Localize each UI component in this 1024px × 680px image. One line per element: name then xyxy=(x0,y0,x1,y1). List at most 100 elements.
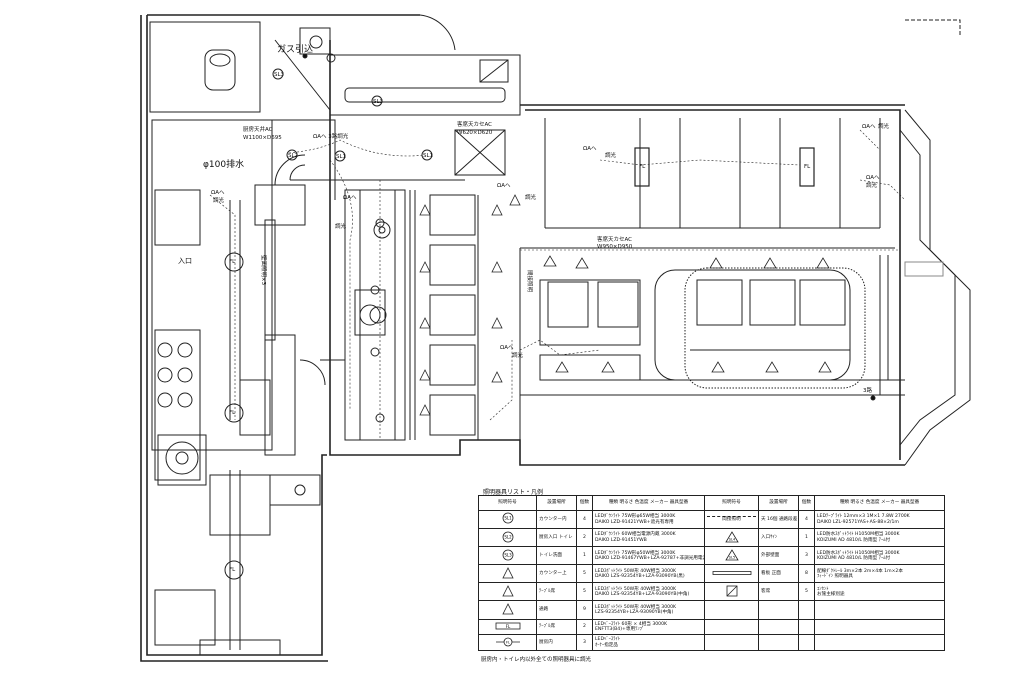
dimming-label-1: 調光 xyxy=(878,124,890,130)
symbol-indirect-icon: 間接照明 xyxy=(704,509,759,530)
symbol-text: FL xyxy=(506,640,510,644)
empty-cell xyxy=(758,600,799,620)
header-spec: 種類 明るさ 色温度 メーカー 器具型番 xyxy=(592,495,705,511)
row-spec: LEDﾍﾞｰｽﾗｲﾄｵｰﾅｰ指定品 xyxy=(592,634,705,651)
dining-area xyxy=(519,118,905,440)
row-location: 厨房内 xyxy=(536,634,577,651)
to-a-label-1: ΩAへ xyxy=(862,124,876,130)
row-spec-2: ENFTT3(B4)+専用ﾗﾝﾌﾟ xyxy=(595,626,645,632)
row-count-2: 8 xyxy=(798,564,815,584)
row-count-2: 3 xyxy=(798,546,815,566)
row-spec-r: 配線ﾀﾞｸﾄﾚｰﾙ 3m×2本 2m×4本 1m×2本ﾌｨｰﾄﾞｲﾝ 照明器具 xyxy=(814,564,945,584)
seat-ac2-title: 客席天カセAC xyxy=(597,237,633,243)
row-location: 通路 xyxy=(536,600,577,620)
three-circuit-label-2: 3路 xyxy=(863,388,872,394)
row-spec-r1: LED防水ｽﾎﾟｯﾄﾗｲﾄ H1050M相当 3000K xyxy=(817,532,900,538)
dimming-label-6: 調光 xyxy=(525,195,537,201)
sl1-symbol-a: SL1 xyxy=(336,154,347,160)
row-location: カウンター内 xyxy=(536,509,577,530)
to-a-label-2: ΩAへ xyxy=(583,146,597,152)
row-spec-1: LEDﾍﾞｰｽﾗｲﾄ xyxy=(595,637,621,643)
row-spec-2: LZS-92354YB+LZA-93090YB(中角) xyxy=(595,610,674,616)
outer-walls xyxy=(140,14,905,662)
row-spec-r2: お施主様別途 xyxy=(817,591,845,597)
empty-cell xyxy=(798,600,815,620)
counter-stools xyxy=(429,194,479,440)
row-location-2: 入口ｻｲﾝ xyxy=(758,528,799,548)
row-spec-2: DAIKO LZS-92354YB+LZA-93090YB(中角) xyxy=(595,591,690,597)
empty-cell xyxy=(704,618,759,636)
empty-cell xyxy=(704,600,759,620)
empty-cell xyxy=(758,618,799,636)
dimming-label-3: 調光 xyxy=(866,183,878,189)
row-spec-r2: DAIKO LZL-92571YAS+AS-88×2/1m xyxy=(817,519,899,525)
header-symbol-2: 照明符号 xyxy=(704,495,759,511)
row-spec-2: ｵｰﾅｰ指定品 xyxy=(595,642,618,648)
symbol-text: SL2 xyxy=(504,534,512,539)
row-location-2: 客席 xyxy=(758,582,799,602)
row-location: カウンター上 xyxy=(536,564,577,584)
symbol-sl5-icon: SL5 xyxy=(704,546,759,566)
row-spec-r1: LED防水ｽﾎﾟｯﾄﾗｲﾄ H1050M相当 3000K xyxy=(817,550,900,556)
row-location: トイレ洗面 xyxy=(536,546,577,566)
empty-cell xyxy=(704,634,759,651)
sl3-symbol: SL3 xyxy=(274,72,285,78)
header-count-2: 個数 xyxy=(798,495,815,511)
kitchen-ac-size: W1100×D695 xyxy=(243,135,282,141)
counter-wall-label: 壁面照明×3 xyxy=(260,255,266,286)
symbol-text: SL4 xyxy=(728,537,735,541)
to-a-label-6: ΩAへ xyxy=(497,183,511,189)
to-a-label-4: ΩAへ xyxy=(211,190,225,196)
fl-symbol-c: FL xyxy=(229,259,236,265)
to-a-label-5: ΩAへ xyxy=(343,195,357,201)
wiring-lines xyxy=(209,129,906,440)
empty-cell xyxy=(798,618,815,636)
to-a-label-3: ΩAへ xyxy=(866,175,880,181)
fl-circle-icon: FL xyxy=(478,634,537,651)
sl2-symbol: SL2 xyxy=(288,153,299,159)
header-location-2: 設置場所 xyxy=(758,495,799,511)
outlet-box-icon xyxy=(704,582,759,602)
row-spec-1: LEDｽﾎﾟｯﾄﾗｲﾄ 50W形 40W相当 3000K xyxy=(595,604,677,610)
row-location-2: 外部壁面 xyxy=(758,546,799,566)
row-location: ﾃｰﾌﾞﾙ席 xyxy=(536,582,577,602)
dimming-label-7: 調光 xyxy=(512,353,524,359)
row-spec-1: LEDﾀﾞｳﾝﾗｲﾄ 60W相当電源内蔵 3000K xyxy=(595,532,676,538)
empty-cell xyxy=(758,634,799,651)
spot-triangle-icon xyxy=(478,600,537,620)
fl-symbol-d: FL xyxy=(229,410,236,416)
row-spec-1: LEDﾍﾞｰｽﾗｲﾄ 60形 × 4相当 3000K xyxy=(595,621,668,627)
three-circuit-label: ΩAへ 3路調光 xyxy=(313,134,349,140)
row-count: 4 xyxy=(576,509,593,530)
toilet-room xyxy=(149,14,456,113)
row-spec-1: LEDﾀﾞｳﾝﾗｲﾄ 75W形φ65W相当 3000K xyxy=(595,514,676,520)
dimming-label-2: 調光 xyxy=(605,153,617,159)
row-spec-r2: KOIZUMI AD 4810/L 防雨型 ｱｰﾑ付 xyxy=(817,555,891,561)
symbol-text: SL1 xyxy=(504,516,512,521)
legend-row: FL 厨房内 3 LEDﾍﾞｰｽﾗｲﾄｵｰﾅｰ指定品 xyxy=(478,634,945,651)
row-count: 3 xyxy=(576,634,593,651)
row-count-2: 4 xyxy=(798,509,815,530)
symbol-text: SL3 xyxy=(504,552,512,557)
fl-symbol-e: FL xyxy=(229,567,236,573)
symbol-text: SL5 xyxy=(728,555,734,559)
sl1-symbol-b: SL1 xyxy=(423,153,434,159)
row-spec-r2: KOIZUMI AD 4810/L 防雨型 ｱｰﾑ付 xyxy=(817,537,891,543)
row-spec-1: LEDｽﾎﾟｯﾄﾗｲﾄ 50W形 40W相当 3000K xyxy=(595,568,677,574)
row-location: 厨房入口 トイレ xyxy=(536,528,577,548)
sl3-symbol-b: SL3 xyxy=(373,99,384,105)
row-spec-2: DAIKO LZS-92354YB+LZA-93090YB(黒) xyxy=(595,573,685,579)
row-count: 2 xyxy=(576,528,593,548)
header-spec-2: 種類 明るさ 色温度 メーカー 器具型番 xyxy=(814,495,945,511)
row-spec-2: DAIKO LZD-91451YWB xyxy=(595,537,647,543)
seat-ac1-size: W620×D620 xyxy=(457,130,493,136)
indirect-label: 間接照明 xyxy=(526,270,532,293)
